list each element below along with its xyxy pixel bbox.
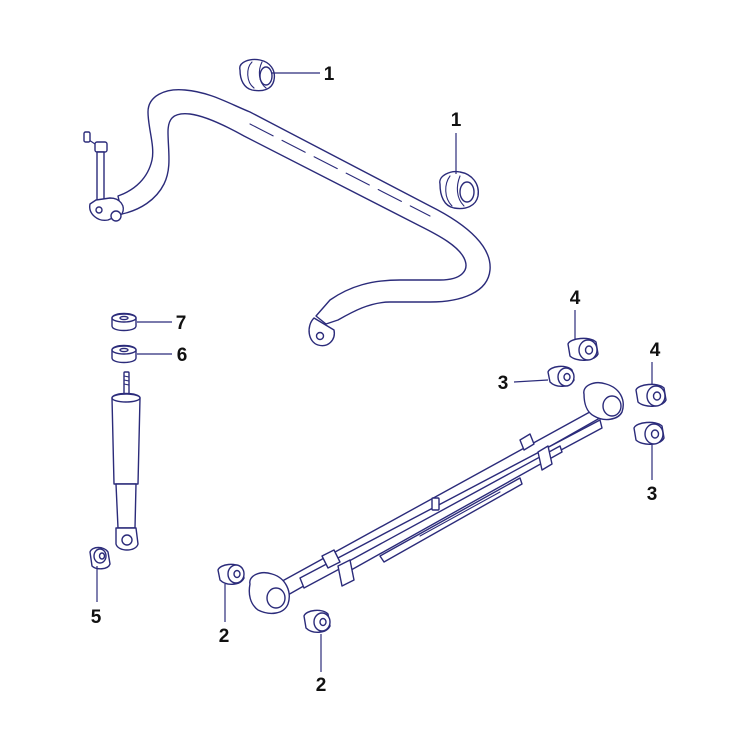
stabilizer-bar xyxy=(117,89,491,347)
callout-3-right: 3 xyxy=(647,484,658,505)
callout-labels: 1 1 4 3 4 3 7 6 5 2 2 xyxy=(91,64,661,696)
callout-4-left: 4 xyxy=(570,288,581,309)
stabilizer-bushing-top xyxy=(239,58,276,92)
leaf-bushing-4-left xyxy=(567,337,599,361)
leaf-bushing-4-right xyxy=(635,383,667,407)
leader-lines xyxy=(96,72,653,672)
shock-washer-7 xyxy=(111,312,137,332)
stabilizer-bushing-right xyxy=(439,170,479,210)
callout-6: 6 xyxy=(177,345,188,366)
callout-1-top: 1 xyxy=(324,64,335,85)
callout-1-right: 1 xyxy=(451,110,462,131)
leaf-bushing-2-upper xyxy=(217,563,245,585)
shock-absorber xyxy=(111,371,141,551)
callout-3-left: 3 xyxy=(498,373,509,394)
callout-4-right: 4 xyxy=(650,340,661,361)
leaf-bushing-3-left xyxy=(547,365,575,387)
callout-2-lower: 2 xyxy=(316,675,327,696)
leaf-bushing-3-right xyxy=(633,421,665,445)
leaf-bushing-2-lower xyxy=(303,609,331,633)
stabilizer-link xyxy=(83,131,124,222)
leaf-spring xyxy=(248,382,624,615)
shock-lower-bushing-5 xyxy=(89,546,111,570)
callout-5: 5 xyxy=(91,607,102,628)
shock-bushing-6 xyxy=(111,344,137,364)
callout-2-upper: 2 xyxy=(219,626,230,647)
callout-7: 7 xyxy=(176,313,187,334)
